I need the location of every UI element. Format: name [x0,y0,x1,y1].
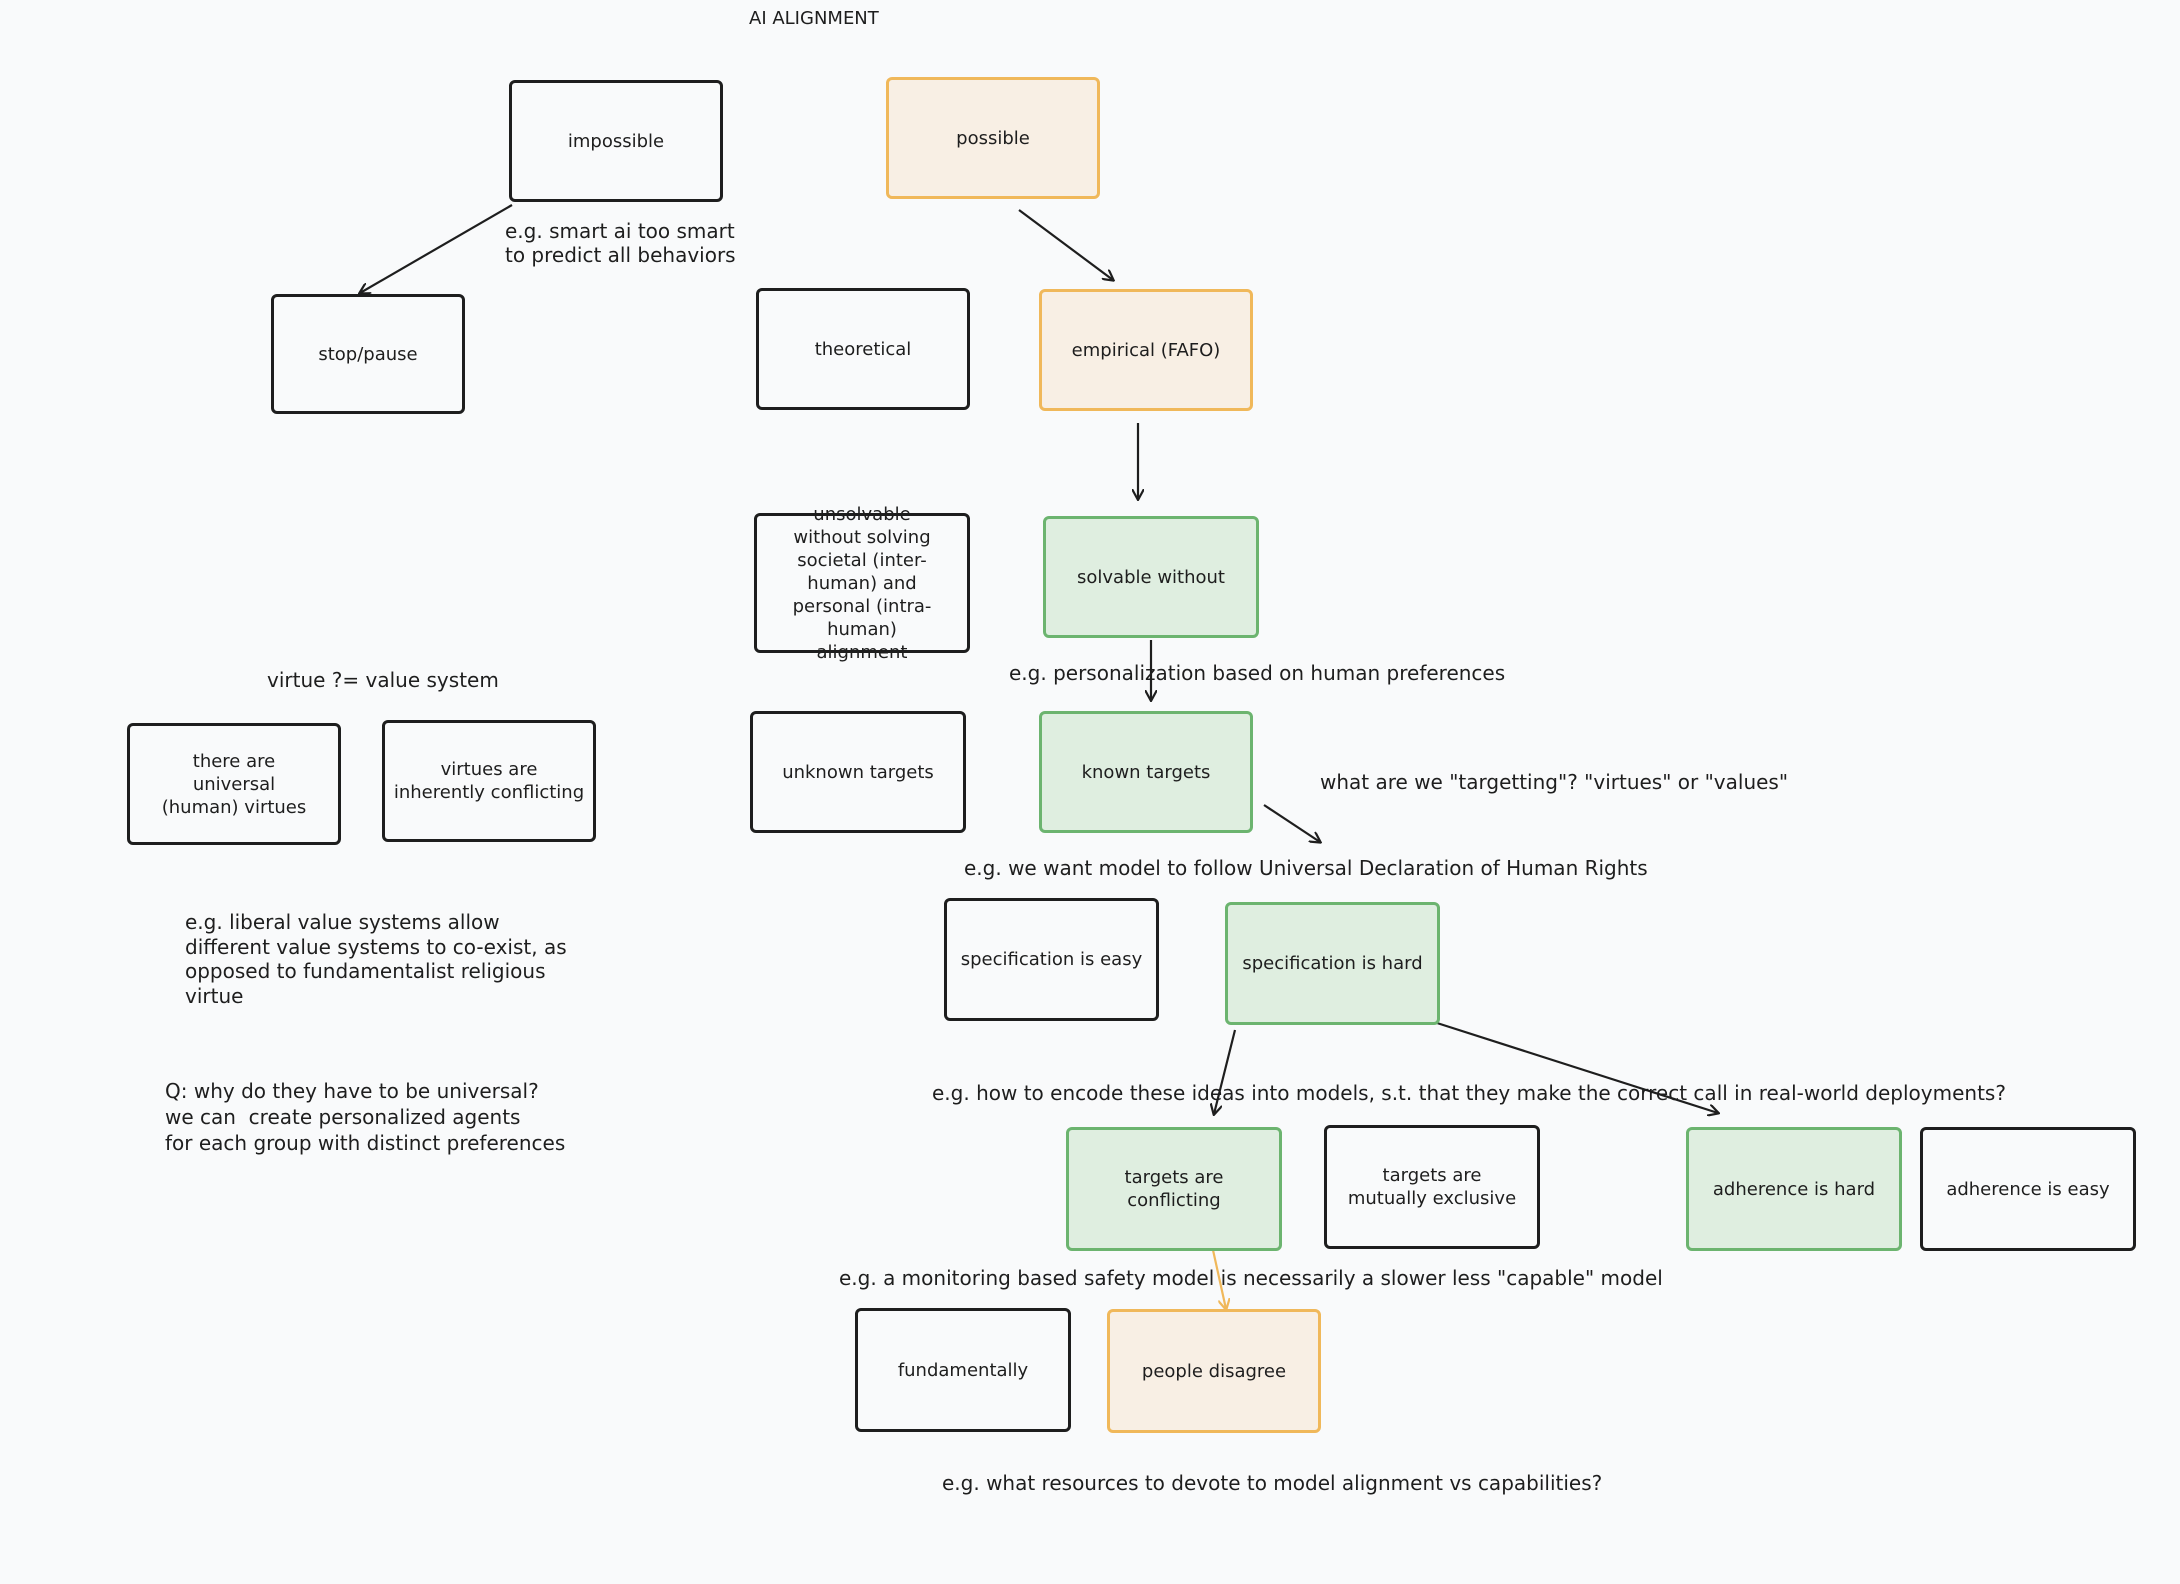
annotation-personalization: e.g. personalization based on human pref… [1009,661,1506,685]
node-fundamentally[interactable]: fundamentally [855,1308,1071,1432]
arrow-known-to-targetting [1263,804,1320,842]
arrow-impossible-to-stop [360,204,513,293]
annotation-question: Q: why do they have to be universal? we … [165,1079,566,1155]
node-impossible[interactable]: impossible [509,80,723,202]
node-adherence-hard[interactable]: adherence is hard [1686,1127,1902,1251]
node-universal-virtues[interactable]: there are universal (human) virtues [127,723,341,845]
node-solvable[interactable]: solvable without [1043,516,1259,638]
node-adherence-easy[interactable]: adherence is easy [1920,1127,2136,1251]
annotation-udhr: e.g. we want model to follow Universal D… [964,856,1648,880]
node-known-targets[interactable]: known targets [1039,711,1253,833]
node-spec-hard[interactable]: specification is hard [1225,902,1440,1025]
annotation-virtue-value: virtue ?= value system [267,668,499,692]
node-possible[interactable]: possible [886,77,1100,199]
node-targets-conflicting[interactable]: targets are conflicting [1066,1127,1282,1251]
node-people-disagree[interactable]: people disagree [1107,1309,1321,1433]
node-unknown-targets[interactable]: unknown targets [750,711,966,833]
annotation-resources: e.g. what resources to devote to model a… [942,1471,1603,1495]
node-stop-pause[interactable]: stop/pause [271,294,465,414]
annotation-smart-ai: e.g. smart ai too smart to predict all b… [505,219,736,267]
arrow-possible-to-empirical [1018,209,1113,280]
annotation-monitoring: e.g. a monitoring based safety model is … [839,1266,1663,1290]
node-theoretical[interactable]: theoretical [756,288,970,410]
annotation-liberal: e.g. liberal value systems allow differe… [185,910,567,1008]
node-empirical[interactable]: empirical (FAFO) [1039,289,1253,411]
node-conflicting-virtues[interactable]: virtues are inherently conflicting [382,720,596,842]
annotation-encode: e.g. how to encode these ideas into mode… [932,1081,2006,1105]
page-title: AI ALIGNMENT [749,8,879,29]
annotation-targetting: what are we "targetting"? "virtues" or "… [1320,770,1789,794]
node-targets-exclusive[interactable]: targets are mutually exclusive [1324,1125,1540,1249]
node-unsolvable[interactable]: unsolvable without solving societal (int… [754,504,970,663]
node-spec-easy[interactable]: specification is easy [944,898,1159,1021]
